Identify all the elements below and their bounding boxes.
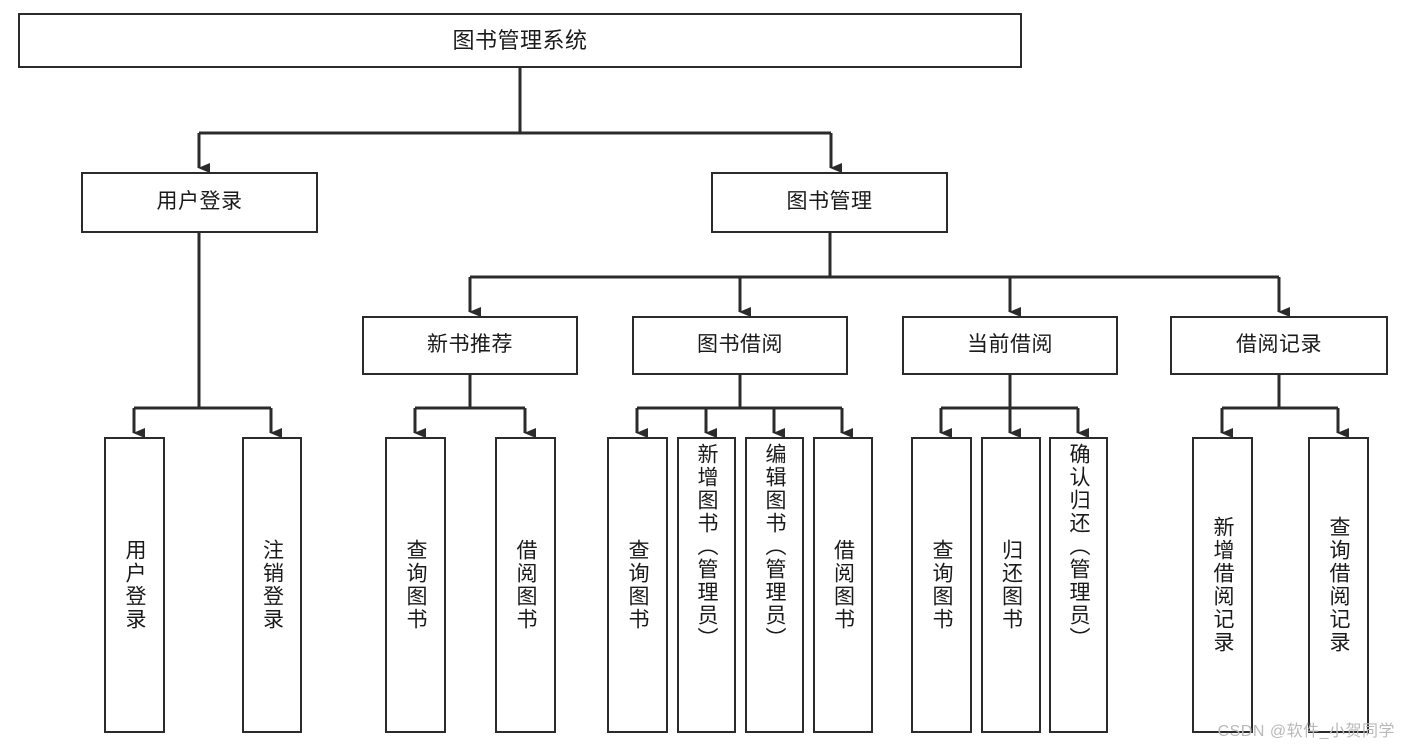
node-label: 用户登录 [156,190,243,214]
node-label: 注销登录 [260,539,284,631]
node-label: 图书借阅 [697,333,783,357]
leaf-edit-book-admin[interactable]: 编辑图书（管理员） [745,437,804,733]
leaf-confirm-return-admin[interactable]: 确认归还（管理员） [1049,437,1108,733]
node-label: 新增图书（管理员） [695,443,718,650]
node-label: 确认归还（管理员） [1067,443,1090,650]
node-label: 归还图书 [999,539,1023,631]
node-label: 查询借阅记录 [1327,516,1350,654]
node-book-management[interactable]: 图书管理 [711,172,948,233]
node-label: 查询图书 [930,539,953,631]
node-label: 图书管理 [786,190,873,214]
leaf-query-book-borrow[interactable]: 查询图书 [607,437,668,733]
node-label: 编辑图书（管理员） [763,443,786,650]
node-label: 图书管理系统 [452,27,588,53]
leaf-query-book-current[interactable]: 查询图书 [911,437,972,733]
node-label: 当前借阅 [967,333,1053,357]
leaf-return-book[interactable]: 归还图书 [981,437,1041,733]
leaf-borrow-book[interactable]: 借阅图书 [813,437,873,733]
leaf-borrow-book-recommend[interactable]: 借阅图书 [495,437,556,733]
leaf-query-borrow-record[interactable]: 查询借阅记录 [1308,437,1369,733]
node-borrow-record[interactable]: 借阅记录 [1170,316,1388,375]
node-label: 新增借阅记录 [1211,516,1234,654]
node-label: 查询图书 [404,539,427,631]
node-current-borrow[interactable]: 当前借阅 [902,316,1118,375]
leaf-add-book-admin[interactable]: 新增图书（管理员） [677,437,736,733]
node-label: 借阅图书 [831,539,855,631]
node-user-login[interactable]: 用户登录 [81,172,318,233]
node-label: 新书推荐 [427,333,513,357]
leaf-add-borrow-record[interactable]: 新增借阅记录 [1192,437,1253,733]
node-label: 用户登录 [123,539,146,631]
node-label: 查询图书 [626,539,649,631]
leaf-logout-login[interactable]: 注销登录 [242,437,302,733]
node-book-borrow[interactable]: 图书借阅 [632,316,848,375]
node-new-book-recommend[interactable]: 新书推荐 [362,316,578,375]
watermark-text: CSDN @软件_小贺同学 [1217,723,1395,740]
node-root-book-management-system[interactable]: 图书管理系统 [18,13,1022,68]
leaf-query-book-recommend[interactable]: 查询图书 [385,437,446,733]
node-label: 借阅图书 [514,539,537,631]
node-label: 借阅记录 [1236,333,1322,357]
leaf-user-login[interactable]: 用户登录 [104,437,165,733]
